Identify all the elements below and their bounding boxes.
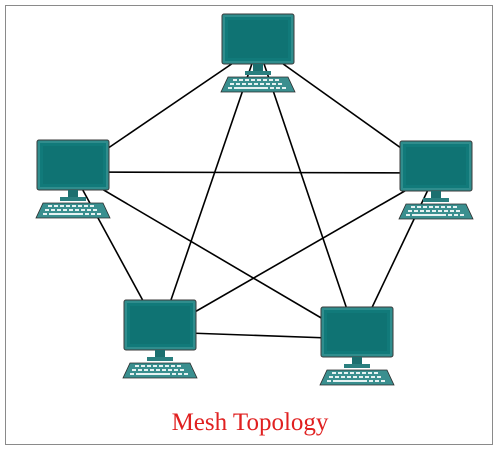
bottom-left-desktop-computer-icon xyxy=(122,299,198,379)
link-top-bottom-right xyxy=(257,45,358,340)
diagram-caption: Mesh Topology xyxy=(171,409,329,436)
link-left-right xyxy=(72,171,437,174)
top-desktop-computer-icon xyxy=(220,13,296,93)
left-desktop-computer-icon xyxy=(35,139,111,219)
right-desktop-computer-icon xyxy=(398,140,474,220)
link-left-bottom-right xyxy=(72,171,358,340)
link-right-bottom-left xyxy=(159,172,437,333)
bottom-right-desktop-computer-icon xyxy=(319,306,395,386)
link-top-bottom-left xyxy=(159,45,259,333)
computer-nodes xyxy=(35,13,474,386)
